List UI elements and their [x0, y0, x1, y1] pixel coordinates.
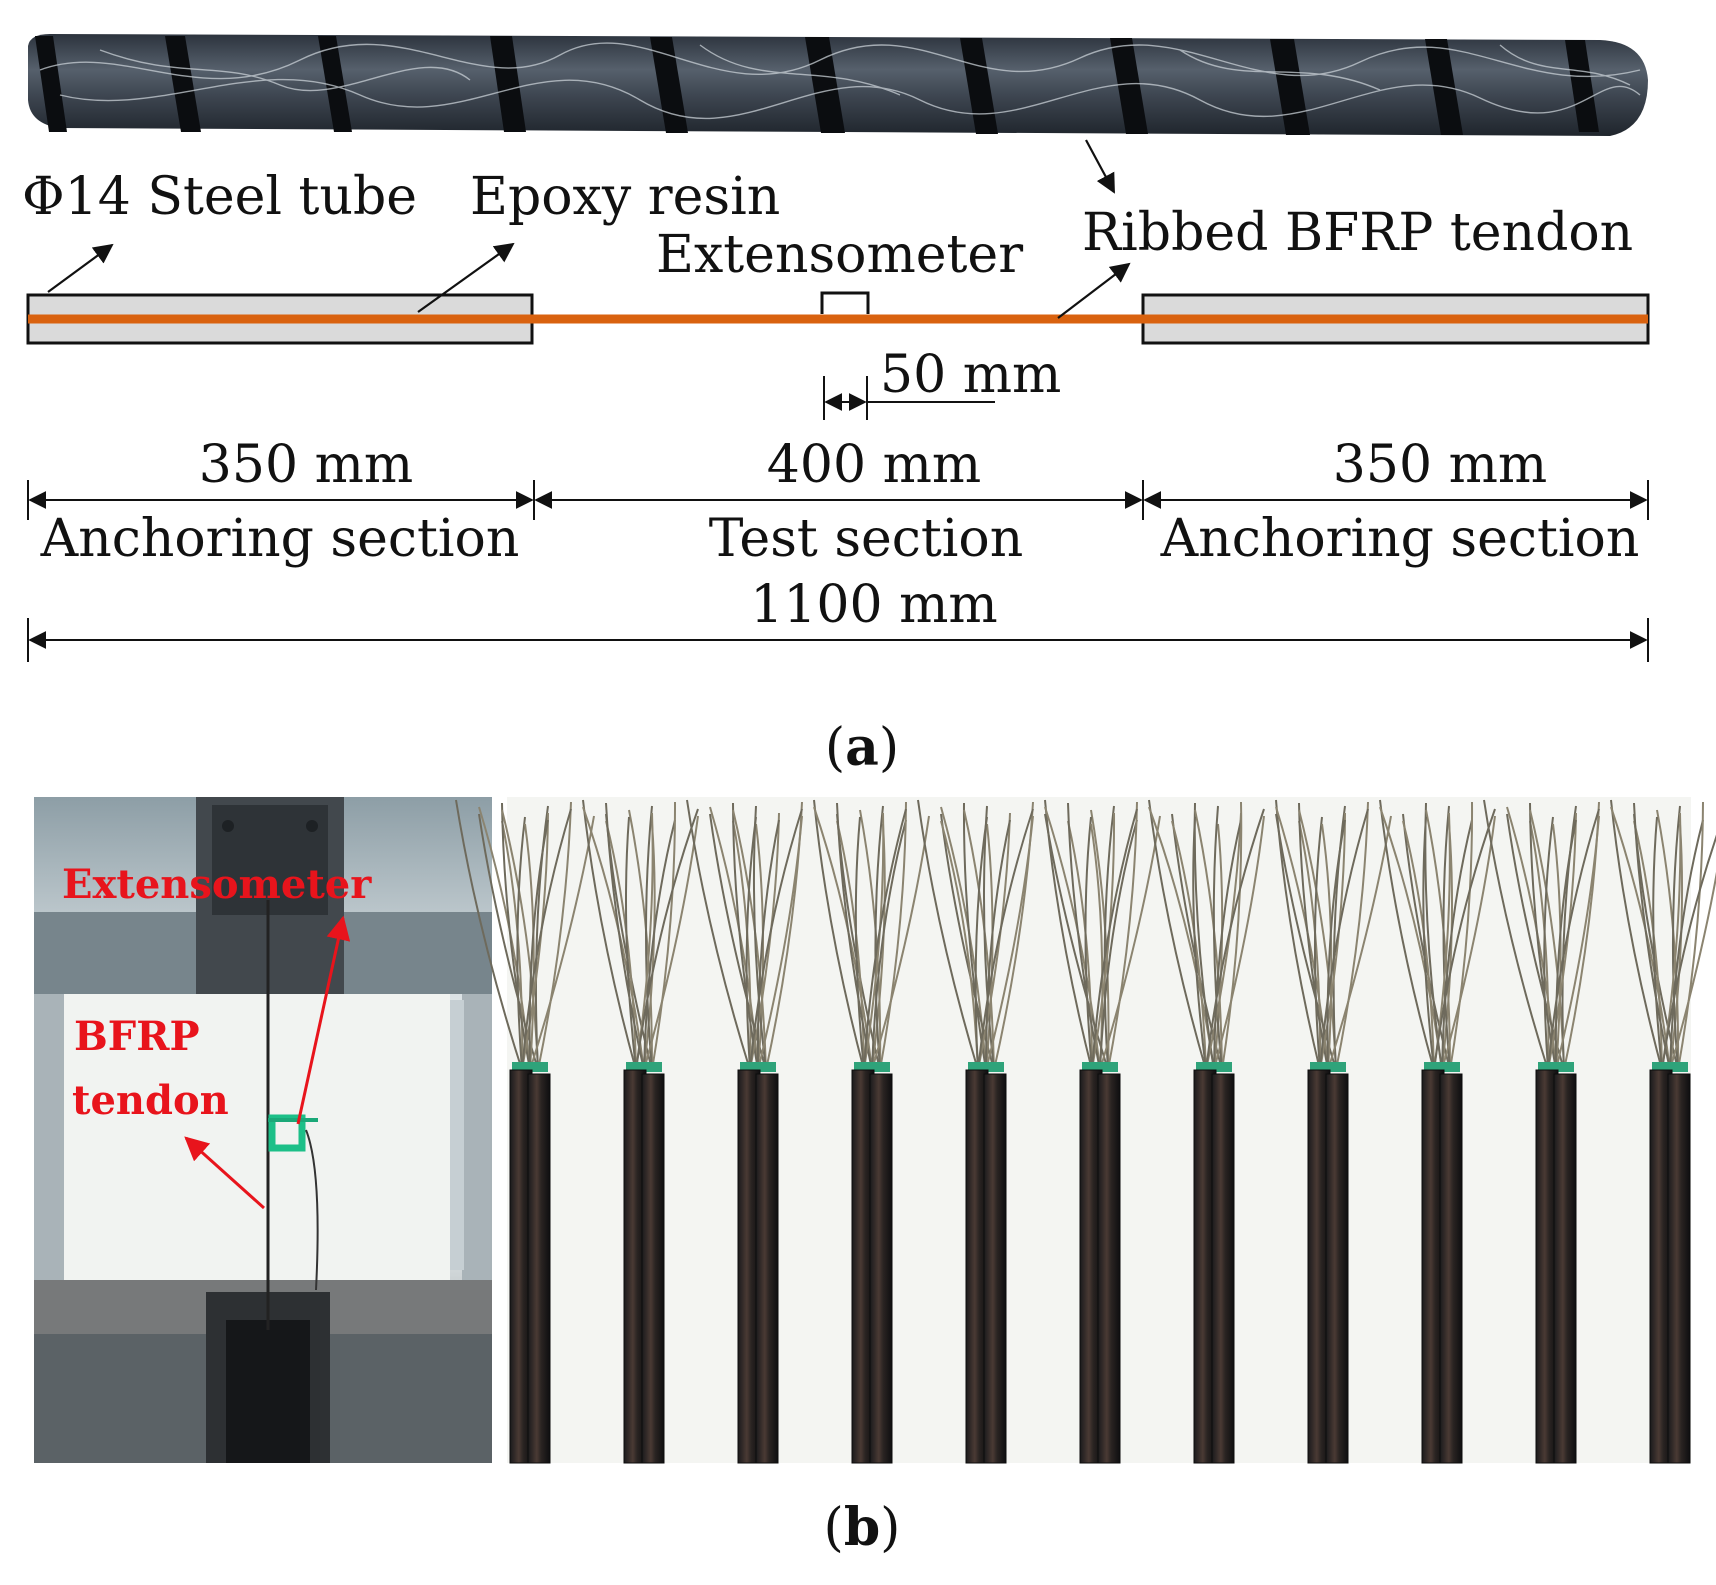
dim-total-length: 1100 mm — [750, 575, 997, 635]
failed-specimen — [1483, 799, 1600, 1464]
failed-specimen — [1148, 799, 1265, 1464]
gauge-dimension — [823, 376, 995, 420]
label-epoxy-resin: Epoxy resin — [470, 167, 780, 227]
failed-specimen — [1610, 799, 1716, 1464]
failed-specimen — [1275, 799, 1392, 1464]
ribbed-rod-photo — [28, 34, 1648, 136]
rod-fibres — [39, 42, 1641, 119]
svg-text:(a): (a) — [825, 717, 899, 778]
specimen-group — [455, 799, 1716, 1464]
caption-b-letter: b — [844, 1497, 880, 1558]
dim-mid-length: 400 mm — [767, 435, 981, 495]
dim-left-length: 350 mm — [199, 435, 413, 495]
dimension-lines — [27, 480, 1649, 662]
dim-mid-name: Test section — [709, 509, 1023, 569]
label-gauge-length: 50 mm — [880, 345, 1061, 405]
failed-specimen — [1379, 799, 1496, 1464]
svg-text:(b): (b) — [824, 1497, 901, 1558]
leader-arrows — [47, 139, 1131, 319]
label-ribbed-bfrp-tendon: Ribbed BFRP tendon — [1082, 203, 1633, 263]
dim-right-name: Anchoring section — [1160, 509, 1640, 569]
extensometer-symbol — [820, 291, 870, 314]
failed-specimen — [813, 799, 930, 1464]
dim-right-length: 350 mm — [1333, 435, 1547, 495]
caption-b: (b) — [824, 1497, 901, 1558]
label-steel-tube: Φ14 Steel tube — [22, 167, 417, 227]
dim-left-name: Anchoring section — [40, 509, 520, 569]
caption-a-letter: a — [845, 717, 879, 778]
rod-ribs — [35, 36, 1599, 135]
test-machine-photo — [34, 797, 492, 1463]
failed-specimens-photo — [455, 797, 1716, 1464]
label-extensometer: Extensometer — [656, 225, 1023, 285]
label-bfrp-line2: tendon — [72, 1077, 229, 1124]
red-arrows — [184, 915, 351, 1210]
failed-specimen — [686, 799, 803, 1464]
label-extensometer-photo: Extensometer — [62, 861, 372, 908]
failed-specimen — [917, 799, 1034, 1464]
caption-a: (a) — [825, 717, 899, 778]
label-bfrp-line1: BFRP — [74, 1013, 200, 1060]
